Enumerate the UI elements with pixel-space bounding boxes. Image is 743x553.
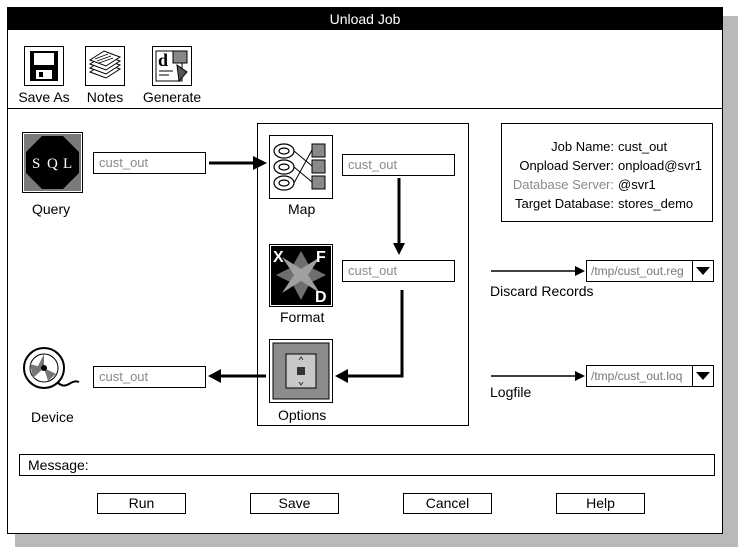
logfile-select[interactable]: /tmp/cust_out.loq <box>586 365 714 387</box>
format-icon: X F D <box>271 246 331 306</box>
format-label: Format <box>280 309 325 325</box>
notes-stack-icon <box>85 46 125 86</box>
options-icon-button[interactable] <box>269 339 333 403</box>
logfile-value: /tmp/cust_out.loq <box>591 369 683 383</box>
query-icon-button[interactable]: S Q L <box>22 132 83 193</box>
message-label: Message: <box>28 457 89 473</box>
logfile-label: Logfile <box>490 384 532 400</box>
map-icon-button[interactable] <box>269 135 333 199</box>
toolbar-divider <box>8 108 722 109</box>
map-label: Map <box>288 201 316 217</box>
sql-letter-q: Q <box>47 156 58 172</box>
generate-label: Generate <box>142 89 202 105</box>
device-label: Device <box>31 409 74 425</box>
job-name-value: cust_out <box>618 139 668 154</box>
generate-button[interactable]: d Generate <box>140 46 204 105</box>
tape-reel-icon <box>23 347 80 389</box>
sql-octagon-icon: S Q L <box>24 134 81 191</box>
unload-job-window: Unload Job Save As <box>7 7 723 534</box>
svg-text:d: d <box>158 50 168 70</box>
discard-records-label: Discard Records <box>490 283 594 299</box>
format-letter-f: F <box>316 249 326 266</box>
save-button[interactable]: Save <box>250 493 339 514</box>
database-server-label: Database Server: <box>512 177 614 192</box>
options-switch-icon <box>272 342 330 400</box>
message-bar: Message: <box>19 454 715 476</box>
window-title: Unload Job <box>8 8 722 30</box>
query-output-field[interactable]: cust_out <box>93 152 206 174</box>
sql-letter-l: L <box>63 156 72 172</box>
onpload-server-value: onpload@svr1 <box>618 158 703 173</box>
cancel-button[interactable]: Cancel <box>403 493 492 514</box>
job-info-box: Job Name: cust_out Onpload Server: onplo… <box>501 123 713 222</box>
save-as-label: Save As <box>18 89 70 105</box>
device-input-field[interactable]: cust_out <box>93 366 206 388</box>
discard-records-value: /tmp/cust_out.reg <box>591 264 684 278</box>
discard-records-select[interactable]: /tmp/cust_out.reg <box>586 260 714 282</box>
query-label: Query <box>32 201 71 217</box>
generate-document-icon: d <box>152 46 192 86</box>
device-icon-button[interactable] <box>22 346 82 398</box>
database-server-value: @svr1 <box>618 177 656 192</box>
notes-label: Notes <box>86 89 124 105</box>
format-icon-button[interactable]: X F D <box>269 244 333 307</box>
arrowhead-options-to-device <box>208 369 221 383</box>
format-letter-x: X <box>273 249 284 266</box>
save-as-button[interactable]: Save As <box>17 46 71 105</box>
job-name-label: Job Name: <box>551 139 614 154</box>
target-database-value: stores_demo <box>618 196 694 211</box>
floppy-disk-icon <box>24 46 64 86</box>
options-label: Options <box>278 407 327 423</box>
arrowhead-logfile <box>575 371 585 381</box>
notes-button[interactable]: Notes <box>82 46 128 105</box>
sql-letter-s: S <box>32 156 40 172</box>
chevron-down-icon[interactable] <box>692 366 713 386</box>
run-button[interactable]: Run <box>97 493 186 514</box>
map-output-field[interactable]: cust_out <box>342 154 455 176</box>
map-icon <box>273 143 326 191</box>
target-database-label: Target Database: <box>514 196 614 211</box>
format-output-field[interactable]: cust_out <box>342 260 455 282</box>
format-letter-d: D <box>315 289 327 306</box>
pipeline-panel <box>257 123 469 426</box>
help-button[interactable]: Help <box>556 493 645 514</box>
chevron-down-icon[interactable] <box>692 261 713 281</box>
onpload-server-label: Onpload Server: <box>519 158 614 173</box>
arrowhead-discard <box>575 266 585 276</box>
